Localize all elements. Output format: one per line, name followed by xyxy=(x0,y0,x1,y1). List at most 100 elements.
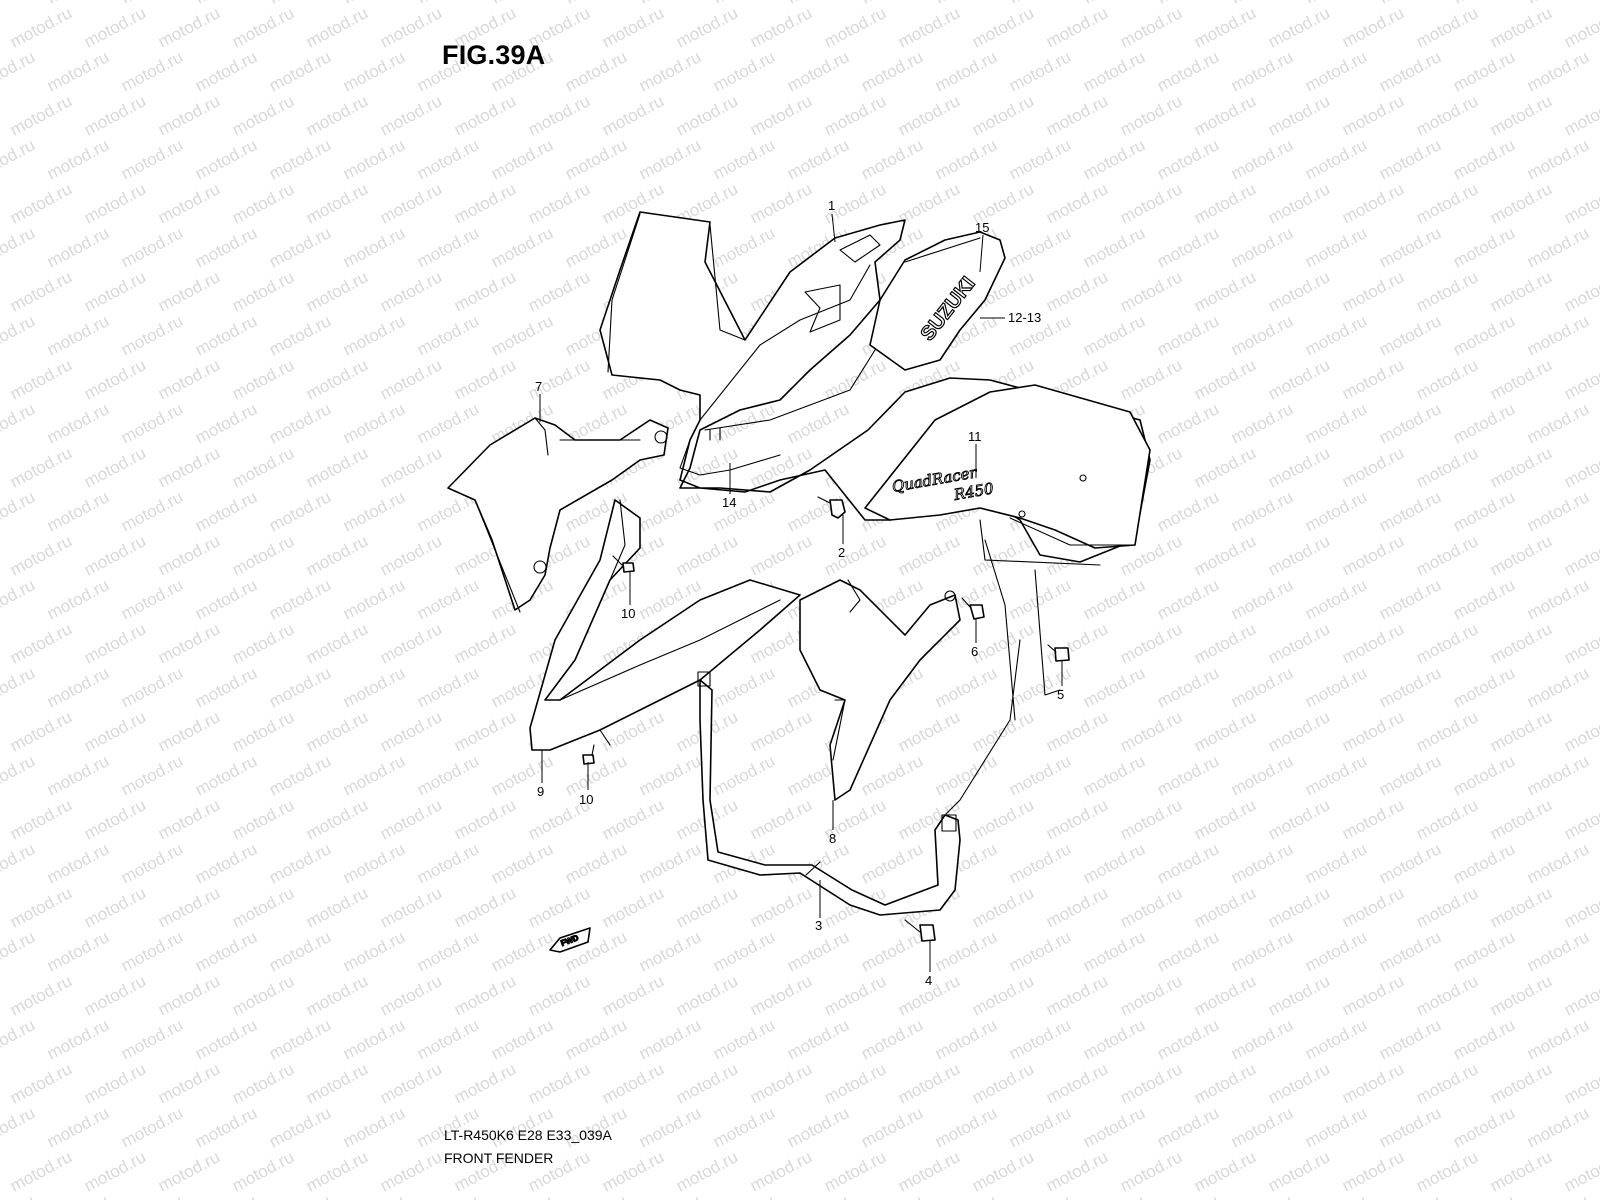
watermark-text: motod.ru xyxy=(636,47,704,95)
watermark-text: motod.ru xyxy=(1080,839,1148,887)
watermark-text: motod.ru xyxy=(895,1147,963,1195)
watermark-text: motod.ru xyxy=(229,1147,297,1195)
watermark-text: motod.ru xyxy=(969,795,1037,843)
watermark-text: motod.ru xyxy=(1487,531,1555,579)
watermark-text: motod.ru xyxy=(1413,443,1481,491)
watermark-text: motod.ru xyxy=(1302,927,1370,975)
watermark-text: motod.ru xyxy=(0,487,38,535)
watermark-text: motod.ru xyxy=(1154,751,1222,799)
watermark-text: motod.ru xyxy=(599,883,667,931)
callout-9: 9 xyxy=(537,784,544,799)
watermark-text: motod.ru xyxy=(1043,179,1111,227)
watermark-text: motod.ru xyxy=(1487,707,1555,755)
watermark-text: motod.ru xyxy=(747,531,815,579)
watermark-text: motod.ru xyxy=(895,91,963,139)
watermark-text: motod.ru xyxy=(488,927,556,975)
watermark-text: motod.ru xyxy=(155,531,223,579)
watermark-text: motod.ru xyxy=(340,1015,408,1063)
watermark-text: motod.ru xyxy=(0,223,38,271)
watermark-text: motod.ru xyxy=(821,1059,889,1107)
watermark-text: motod.ru xyxy=(7,443,75,491)
watermark-text: motod.ru xyxy=(377,971,445,1019)
watermark-text: motod.ru xyxy=(1154,223,1222,271)
watermark-text: motod.ru xyxy=(414,927,482,975)
watermark-text: motod.ru xyxy=(1006,1191,1074,1200)
watermark-text: motod.ru xyxy=(1339,355,1407,403)
watermark-text: motod.ru xyxy=(1191,883,1259,931)
watermark-text: motod.ru xyxy=(1413,971,1481,1019)
watermark-text: motod.ru xyxy=(1302,311,1370,359)
watermark-text: motod.ru xyxy=(1265,1147,1333,1195)
watermark-text: motod.ru xyxy=(1524,487,1592,535)
watermark-text: motod.ru xyxy=(932,751,1000,799)
watermark-text: motod.ru xyxy=(1413,1059,1481,1107)
watermark-text: motod.ru xyxy=(377,531,445,579)
watermark-text: motod.ru xyxy=(710,751,778,799)
watermark-text: motod.ru xyxy=(1228,751,1296,799)
watermark-text: motod.ru xyxy=(1524,399,1592,447)
watermark-text: motod.ru xyxy=(525,883,593,931)
watermark-text: motod.ru xyxy=(44,839,112,887)
watermark-text: motod.ru xyxy=(1376,1015,1444,1063)
watermark-text: motod.ru xyxy=(488,1015,556,1063)
watermark-text: motod.ru xyxy=(525,179,593,227)
watermark-text: motod.ru xyxy=(0,267,1,315)
watermark-text: motod.ru xyxy=(1080,47,1148,95)
watermark-text: motod.ru xyxy=(44,1103,112,1151)
watermark-text: motod.ru xyxy=(1413,707,1481,755)
watermark-text: motod.ru xyxy=(562,751,630,799)
watermark-text: motod.ru xyxy=(1154,0,1222,8)
watermark-text: motod.ru xyxy=(340,1191,408,1200)
watermark-text: motod.ru xyxy=(81,1147,149,1195)
watermark-text: motod.ru xyxy=(1006,751,1074,799)
fastener-6 xyxy=(961,597,985,620)
watermark-text: motod.ru xyxy=(784,399,852,447)
watermark-text: motod.ru xyxy=(1191,971,1259,1019)
watermark-text: motod.ru xyxy=(377,883,445,931)
callout-1: 1 xyxy=(828,198,835,213)
watermark-text: motod.ru xyxy=(1302,751,1370,799)
watermark-text: motod.ru xyxy=(1487,795,1555,843)
watermark-text: motod.ru xyxy=(1339,795,1407,843)
watermark-text: motod.ru xyxy=(710,223,778,271)
watermark-text: motod.ru xyxy=(1228,1103,1296,1151)
watermark-text: motod.ru xyxy=(747,91,815,139)
watermark-text: motod.ru xyxy=(44,487,112,535)
watermark-text: motod.ru xyxy=(44,1015,112,1063)
watermark-text: motod.ru xyxy=(1302,0,1370,8)
watermark-text: motod.ru xyxy=(7,619,75,667)
watermark-text: motod.ru xyxy=(1080,0,1148,8)
watermark-text: motod.ru xyxy=(1154,839,1222,887)
watermark-text: motod.ru xyxy=(1117,355,1185,403)
watermark-text: motod.ru xyxy=(155,707,223,755)
fastener-5 xyxy=(1047,644,1070,662)
watermark-text: motod.ru xyxy=(1413,1147,1481,1195)
watermark-text: motod.ru xyxy=(784,0,852,8)
part-11-side-panel-right: QuadRacer R450 xyxy=(864,384,1151,696)
watermark-text: motod.ru xyxy=(1117,971,1185,1019)
part-9-front-cover-left xyxy=(529,499,801,751)
watermark-text: motod.ru xyxy=(1265,179,1333,227)
watermark-text: motod.ru xyxy=(229,531,297,579)
watermark-text: motod.ru xyxy=(451,91,519,139)
watermark-text: motod.ru xyxy=(1524,223,1592,271)
watermark-text: motod.ru xyxy=(0,1059,1,1107)
watermark-text: motod.ru xyxy=(673,1059,741,1107)
watermark-text: motod.ru xyxy=(1302,1103,1370,1151)
watermark-text: motod.ru xyxy=(1487,355,1555,403)
watermark-text: motod.ru xyxy=(488,839,556,887)
watermark-text: motod.ru xyxy=(1191,707,1259,755)
watermark-text: motod.ru xyxy=(44,575,112,623)
watermark-text: motod.ru xyxy=(1265,3,1333,51)
watermark-text: motod.ru xyxy=(1265,267,1333,315)
watermark-text: motod.ru xyxy=(451,971,519,1019)
watermark-text: motod.ru xyxy=(1043,707,1111,755)
watermark-text: motod.ru xyxy=(1043,795,1111,843)
watermark-text: motod.ru xyxy=(858,1191,926,1200)
watermark-text: motod.ru xyxy=(525,267,593,315)
watermark-text: motod.ru xyxy=(340,223,408,271)
watermark-text: motod.ru xyxy=(932,927,1000,975)
watermark-text: motod.ru xyxy=(192,223,260,271)
watermark-text: motod.ru xyxy=(1228,839,1296,887)
watermark-text: motod.ru xyxy=(710,1015,778,1063)
